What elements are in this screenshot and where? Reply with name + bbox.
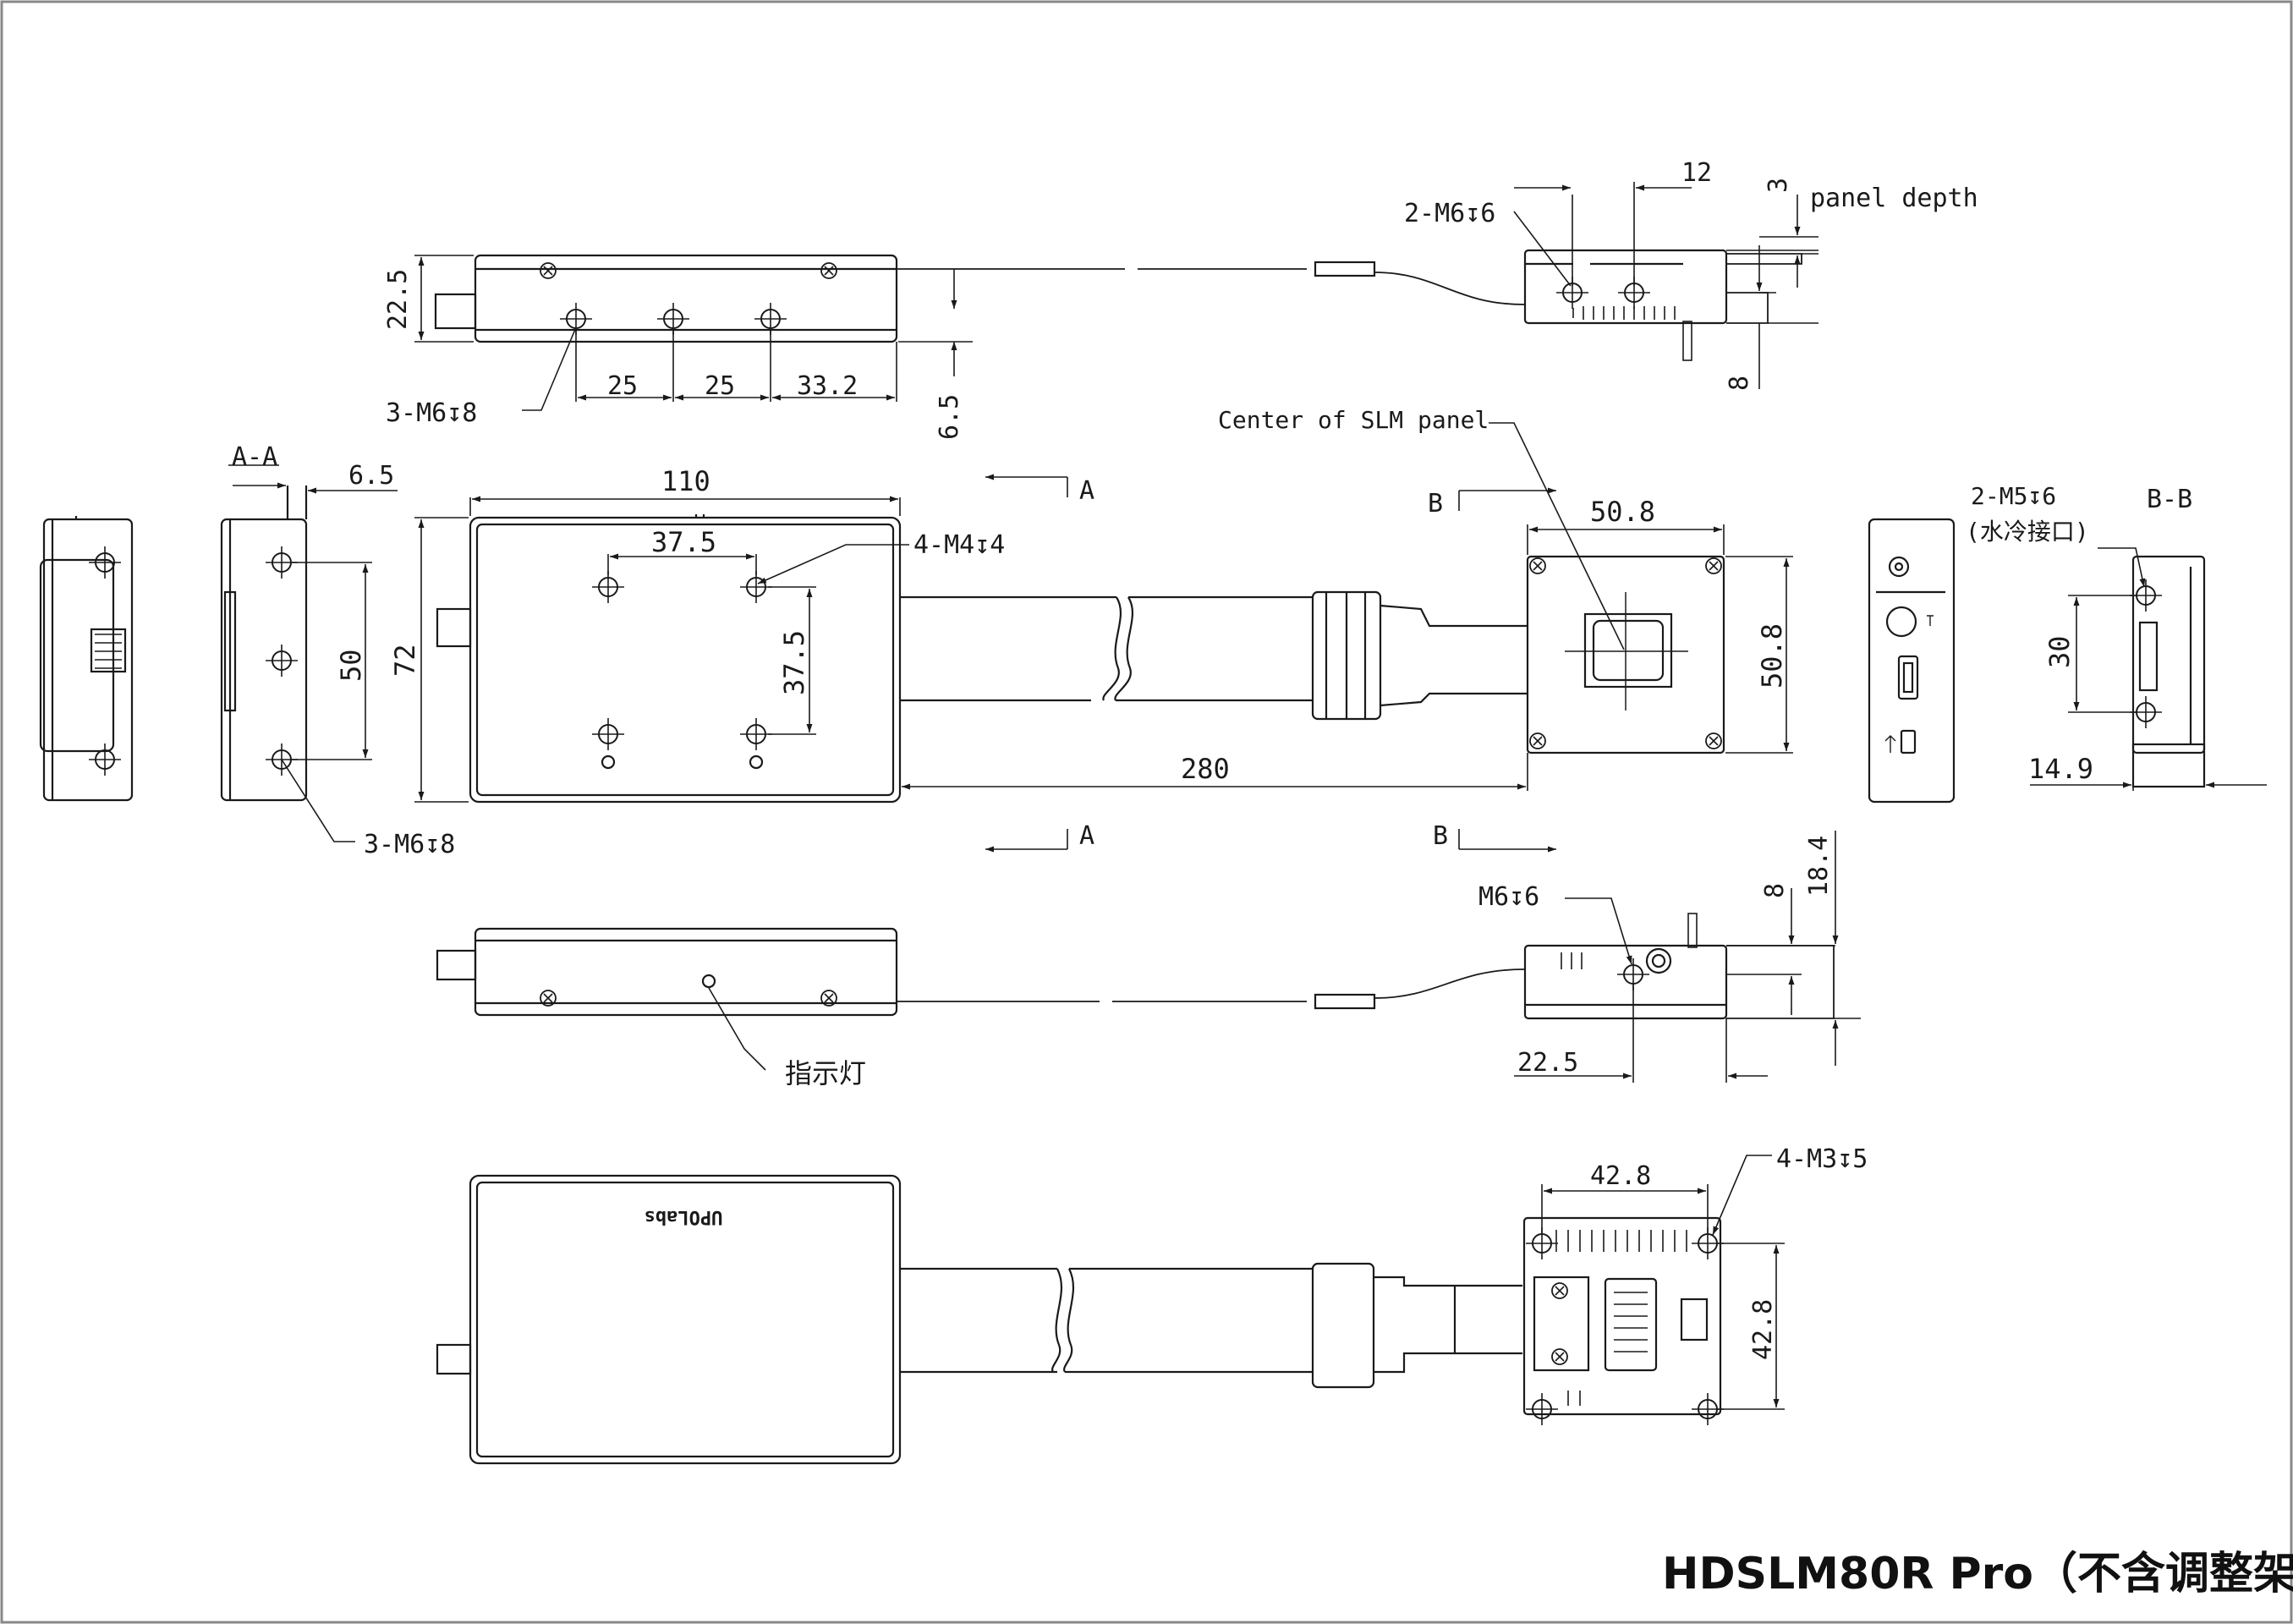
bottom-side-dimensions bbox=[708, 831, 1861, 1083]
bottom-back-dimensions bbox=[1541, 1155, 1785, 1410]
label-dim-50-8-h: 50.8 bbox=[1590, 496, 1655, 528]
screw-icon bbox=[1705, 557, 1722, 574]
drawing-labels: 2-M6↧6 12 3 panel depth 22.5 3-M6↧8 25 2… bbox=[232, 158, 2293, 1599]
section-b-b-dimensions bbox=[2030, 547, 2267, 791]
label-section-b-top: B bbox=[1428, 489, 1443, 518]
label-center-slm: Center of SLM panel bbox=[1218, 406, 1489, 434]
label-dim-12: 12 bbox=[1681, 158, 1712, 188]
label-side-3m6: 3-M6↧8 bbox=[364, 830, 455, 859]
screw-icon bbox=[1551, 1348, 1568, 1365]
label-water-cooling: (水冷接口) bbox=[1966, 518, 2089, 546]
label-m5: 2-M5↧6 bbox=[1971, 482, 2056, 510]
screw-icon bbox=[1529, 732, 1546, 749]
label-dim-8-b: 8 bbox=[1760, 883, 1790, 898]
mount-hole-icon bbox=[739, 570, 773, 604]
connector-end-view bbox=[1868, 518, 1956, 804]
label-dim-25b: 25 bbox=[705, 371, 735, 401]
mount-hole-icon bbox=[88, 546, 122, 579]
label-dim-37-5-v: 37.5 bbox=[778, 630, 810, 695]
label-m3: 4-M3↧5 bbox=[1776, 1144, 1868, 1174]
section-a-a-dimensions bbox=[228, 464, 398, 842]
mount-hole-icon bbox=[1525, 1392, 1559, 1426]
label-dim-22-5: 22.5 bbox=[383, 269, 413, 330]
label-dim-50-8-v: 50.8 bbox=[1756, 623, 1788, 689]
label-section-a-bot: A bbox=[1079, 821, 1094, 851]
label-dim-3: 3 bbox=[1764, 178, 1793, 193]
label-indicator: 指示灯 bbox=[785, 1057, 866, 1089]
label-dim-6-5-v: 6.5 bbox=[935, 394, 964, 440]
section-a-a-view bbox=[220, 486, 308, 802]
label-section-b-bot: B bbox=[1433, 821, 1448, 851]
label-dim-280: 280 bbox=[1181, 753, 1230, 785]
main-front-dimensions bbox=[414, 422, 1793, 853]
bottom-side-view bbox=[436, 913, 1835, 1020]
top-view bbox=[434, 249, 1802, 361]
label-dim-110: 110 bbox=[661, 465, 710, 497]
label-dim-37-5-h: 37.5 bbox=[651, 526, 716, 558]
label-m6: M6↧6 bbox=[1478, 882, 1539, 912]
label-dim-33-2: 33.2 bbox=[797, 371, 858, 401]
label-dim-14-9: 14.9 bbox=[2028, 753, 2093, 785]
label-section-a-top: A bbox=[1079, 476, 1094, 506]
label-dim-25a: 25 bbox=[607, 371, 638, 401]
slm-center-mark bbox=[1565, 592, 1688, 710]
mount-hole-icon bbox=[265, 644, 299, 678]
top-view-dimensions bbox=[414, 182, 1818, 411]
end-view bbox=[39, 516, 134, 802]
screw-icon bbox=[1705, 732, 1722, 749]
label-dim-42-8-v: 42.8 bbox=[1748, 1299, 1778, 1360]
mount-hole-icon bbox=[88, 743, 122, 776]
drawing-title: HDSLM80R Pro（不含调整架） bbox=[1662, 1549, 2293, 1599]
label-section-bb: B-B bbox=[2147, 485, 2192, 514]
label-top-3m6: 3-M6↧8 bbox=[386, 398, 477, 428]
label-dim-72: 72 bbox=[389, 644, 421, 677]
mount-hole-icon bbox=[591, 570, 625, 604]
label-dim-22-5-b: 22.5 bbox=[1517, 1048, 1578, 1078]
mount-hole-icon bbox=[591, 717, 625, 751]
connector-icons bbox=[1884, 615, 1934, 753]
screw-icon bbox=[1529, 557, 1546, 574]
bottom-back-view bbox=[436, 1174, 1722, 1465]
label-section-aa: A-A bbox=[232, 442, 277, 472]
label-dim-30: 30 bbox=[2043, 635, 2076, 668]
label-dim-50: 50 bbox=[335, 649, 367, 682]
label-dim-18-4: 18.4 bbox=[1804, 836, 1834, 897]
label-dim-8-v: 8 bbox=[1725, 376, 1754, 391]
screw-icon bbox=[540, 262, 557, 279]
screw-icon bbox=[820, 262, 837, 279]
label-dim-42-8-h: 42.8 bbox=[1590, 1161, 1651, 1191]
label-top-hole: 2-M6↧6 bbox=[1404, 199, 1495, 228]
label-dim-6-5: 6.5 bbox=[348, 461, 394, 491]
brand-logo: UPOLabs bbox=[645, 1206, 723, 1227]
label-m4: 4-M4↧4 bbox=[913, 530, 1005, 560]
mount-hole-icon bbox=[739, 717, 773, 751]
label-panel-depth: panel depth bbox=[1810, 184, 1978, 213]
section-b-b-view bbox=[2131, 555, 2206, 788]
screw-icon bbox=[1551, 1282, 1568, 1299]
main-front-view bbox=[436, 514, 1725, 804]
